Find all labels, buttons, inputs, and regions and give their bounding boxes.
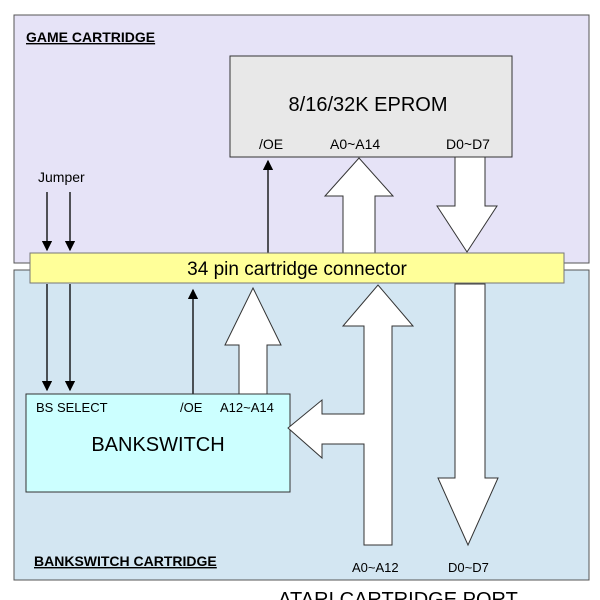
port-address-arrow — [287, 284, 415, 546]
bankswitch-cartridge-title: BANKSWITCH CARTRIDGE — [34, 553, 217, 569]
bankswitch-label: BANKSWITCH — [91, 434, 224, 456]
port-address-label: A0~A12 — [352, 560, 399, 575]
eprom-address-arrow — [323, 157, 395, 254]
bankswitch-address-arrow — [224, 286, 282, 395]
port-data-arrow — [437, 283, 499, 547]
port-title: ATARI CARTRIDGE PORT — [278, 589, 518, 600]
connector-label: 34 pin cartridge connector — [187, 259, 407, 280]
eprom-label: 8/16/32K EPROM — [289, 94, 448, 116]
jumper-label: Jumper — [38, 169, 85, 185]
bankswitch-chip — [25, 393, 291, 493]
port-data-label: D0~D7 — [448, 560, 489, 575]
eprom-data-pin: D0~D7 — [446, 136, 490, 152]
bs-select-pin: BS SELECT — [36, 400, 108, 415]
eprom-address-pin: A0~A14 — [330, 136, 380, 152]
bankswitch-address-pin: A12~A14 — [220, 400, 274, 415]
bankswitch-oe-pin: /OE — [180, 400, 203, 415]
cartridge-connector — [29, 252, 565, 284]
eprom-data-arrow — [436, 156, 498, 253]
game-cartridge-title: GAME CARTRIDGE — [26, 29, 155, 45]
eprom-oe-pin: /OE — [259, 136, 283, 152]
eprom-chip — [229, 55, 513, 158]
